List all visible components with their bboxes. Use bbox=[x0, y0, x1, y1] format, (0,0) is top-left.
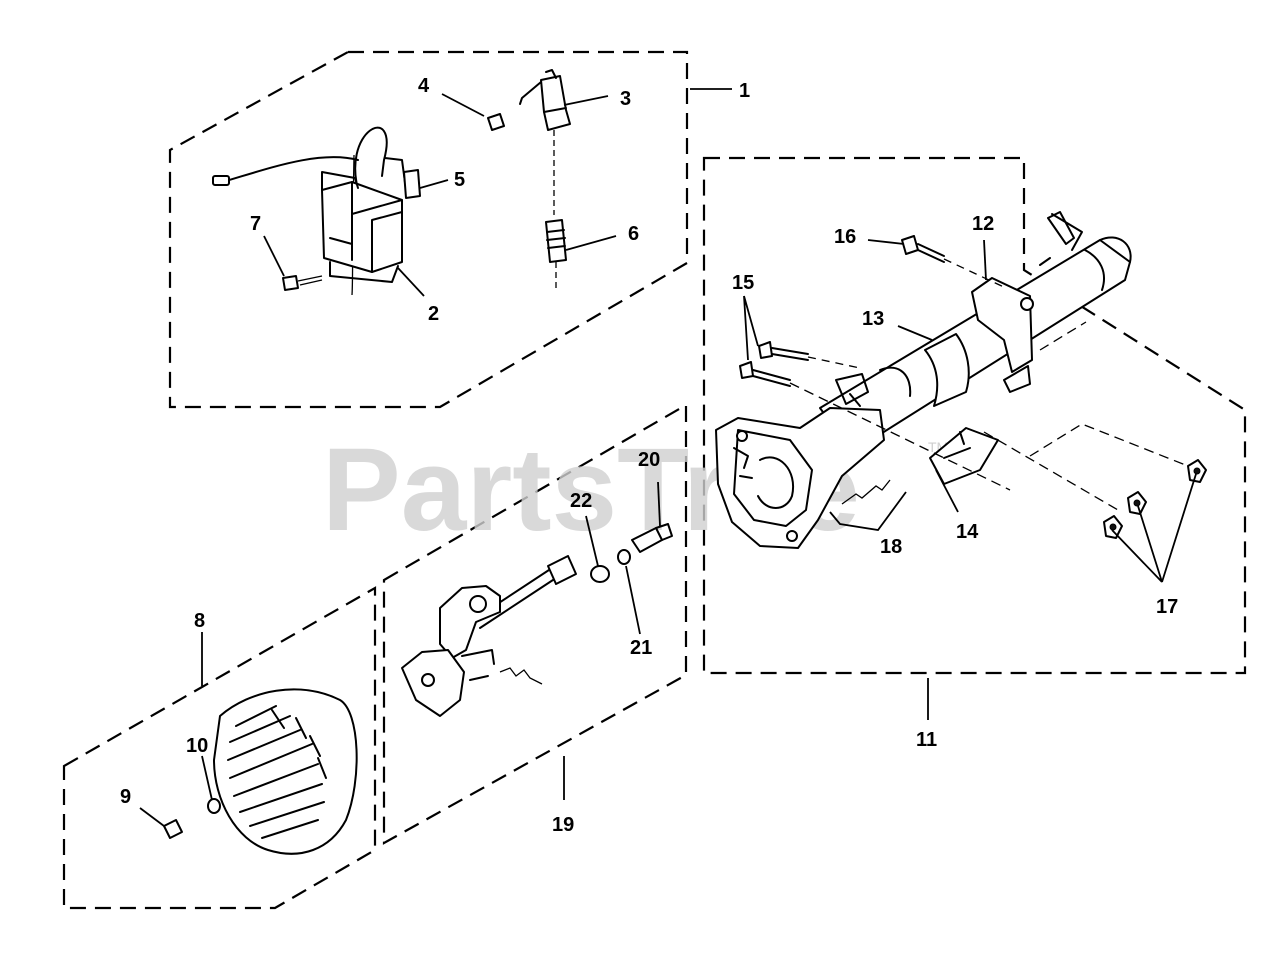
spacer bbox=[547, 555, 577, 585]
callout-4: 4 bbox=[418, 75, 430, 97]
boot-nut bbox=[487, 113, 505, 131]
callout-13: 13 bbox=[862, 308, 884, 330]
handle-loop bbox=[1039, 211, 1075, 266]
callout-6: 6 bbox=[628, 223, 639, 245]
group-cover-outline bbox=[382, 403, 688, 845]
callout-15: 15 bbox=[732, 272, 754, 294]
starter-group bbox=[401, 523, 673, 717]
wire-terminal bbox=[212, 175, 230, 186]
group-outlines bbox=[62, 50, 1247, 910]
callout-20: 20 bbox=[638, 449, 660, 471]
callout-14: 14 bbox=[956, 521, 979, 543]
small-spring bbox=[499, 667, 543, 685]
clamp-bolt bbox=[901, 235, 919, 255]
callout-7: 7 bbox=[250, 213, 261, 235]
spark-connector bbox=[403, 169, 421, 199]
gear-housing bbox=[715, 407, 885, 549]
group-flywheel-outline bbox=[62, 586, 377, 910]
callout-8: 8 bbox=[194, 610, 205, 632]
callout-5: 5 bbox=[454, 169, 465, 191]
ignition-module bbox=[321, 181, 403, 273]
housing-bolt-upper bbox=[758, 341, 773, 359]
spark-plug bbox=[545, 219, 567, 263]
housing-bolt-lower bbox=[739, 361, 754, 379]
pawl-arm bbox=[439, 585, 501, 659]
callout-12: 12 bbox=[972, 213, 994, 235]
callout-3: 3 bbox=[620, 88, 631, 110]
tube-clamp bbox=[971, 277, 1033, 373]
callout-2: 2 bbox=[428, 303, 439, 325]
leader-lines bbox=[139, 88, 1197, 827]
washer-22 bbox=[590, 565, 610, 583]
group-ignition-outline bbox=[168, 50, 689, 409]
mounting-screw bbox=[282, 275, 299, 291]
callout-18: 18 bbox=[880, 536, 902, 558]
callout-22: 22 bbox=[570, 490, 592, 512]
retaining-spring bbox=[841, 479, 891, 505]
flywheel bbox=[213, 688, 358, 855]
ignition-module-group bbox=[212, 69, 571, 296]
flywheel-group bbox=[163, 688, 358, 855]
callout-21: 21 bbox=[630, 637, 652, 659]
callout-16: 16 bbox=[834, 226, 856, 248]
collar-ring bbox=[924, 333, 970, 407]
flywheel-nut bbox=[163, 819, 183, 839]
callout-11: 11 bbox=[916, 729, 937, 751]
callout-10: 10 bbox=[186, 735, 208, 757]
callout-1: 1 bbox=[739, 80, 750, 102]
flywheel-washer bbox=[207, 798, 221, 814]
high-tension-lead bbox=[354, 126, 388, 197]
callout-17: 17 bbox=[1156, 596, 1178, 618]
ground-wire bbox=[225, 156, 359, 182]
washer-21 bbox=[617, 549, 631, 565]
callout-9: 9 bbox=[120, 786, 131, 808]
callout-19: 19 bbox=[552, 814, 574, 836]
housing-group bbox=[715, 211, 1207, 549]
callouts: 1 2 3 4 5 6 7 8 9 10 11 12 13 14 15 16 1… bbox=[120, 75, 1178, 836]
spark-plug-boot bbox=[540, 75, 571, 131]
